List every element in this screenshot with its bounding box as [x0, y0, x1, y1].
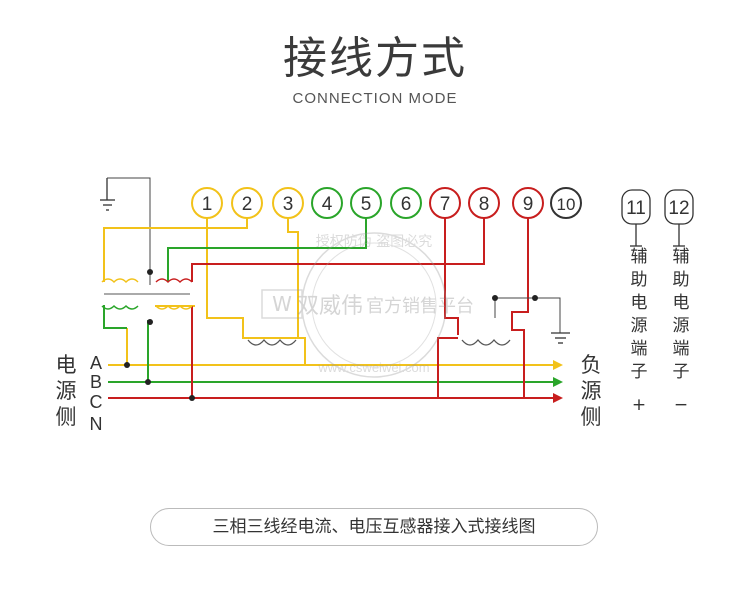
svg-text:子: 子 [631, 362, 648, 382]
svg-text:侧: 侧 [56, 405, 77, 429]
terminal-1 [191, 187, 223, 219]
svg-text:−: − [674, 395, 688, 415]
diagram-caption: 三相三线经电流、电压互感器接入式接线图 [150, 508, 598, 546]
watermark-arc-text: 授权防伪 盗图必究 [316, 234, 432, 250]
svg-text:负: 负 [581, 353, 602, 377]
terminal-4 [311, 187, 343, 219]
phase-b-label: B [90, 372, 102, 392]
terminal-2-label: 2 [242, 194, 253, 215]
load-arrows [553, 360, 563, 403]
svg-text:辅: 辅 [631, 247, 648, 267]
phase-c-label: C [90, 392, 103, 412]
page-title: 接线方式 [283, 33, 467, 84]
svg-text:电: 电 [673, 293, 690, 313]
phase-a-wires [103, 217, 555, 366]
ground-symbol-left [100, 178, 115, 211]
terminal-12-label: 12 [668, 198, 689, 219]
load-side-label: 负 源 侧 [581, 353, 602, 429]
junction-dots [124, 269, 538, 401]
terminal-6 [390, 187, 422, 219]
aux-right-label: 辅 助 电 源 端 子 − [673, 247, 690, 415]
terminal-7-label: 7 [440, 194, 451, 215]
svg-text:W: W [272, 292, 292, 316]
terminal-9-label: 9 [523, 194, 534, 215]
aux-left-label: 辅 助 电 源 端 子 + [631, 247, 648, 415]
svg-text:子: 子 [673, 362, 690, 382]
terminal-4-label: 4 [322, 194, 333, 215]
svg-text:端: 端 [673, 339, 690, 359]
svg-text:辅: 辅 [673, 247, 690, 267]
terminal-5-label: 5 [361, 194, 372, 215]
terminal-block [191, 187, 582, 219]
watermark: W 双威伟 官方销售平台 授权防伪 盗图必究 www.csweiwei.com [261, 232, 474, 378]
terminal-2 [231, 187, 263, 219]
source-side-label: 电 源 侧 [56, 353, 77, 429]
terminal-8-label: 8 [479, 194, 490, 215]
svg-text:侧: 侧 [581, 405, 602, 429]
aux-terminals [621, 189, 694, 247]
watermark-brand: 双威伟 [297, 294, 363, 319]
phase-c-wires [108, 217, 555, 399]
svg-text:端: 端 [631, 339, 648, 359]
terminal-5 [350, 187, 382, 219]
terminal-10 [550, 187, 582, 219]
svg-text:电: 电 [56, 353, 77, 377]
page-subtitle: CONNECTION MODE [292, 90, 458, 107]
phase-n-label: N [90, 414, 103, 434]
watermark-url: www.csweiwei.com [317, 360, 429, 375]
ground-symbol-right [551, 332, 570, 344]
voltage-transformer-2 [155, 278, 193, 310]
terminal-7 [429, 187, 461, 219]
svg-text:电: 电 [631, 293, 648, 313]
terminal-6-label: 6 [401, 194, 412, 215]
svg-text:助: 助 [631, 270, 648, 290]
svg-text:源: 源 [581, 379, 602, 403]
terminal-1-label: 1 [202, 194, 213, 215]
wire-ground-pt [107, 177, 151, 268]
svg-text:助: 助 [673, 270, 690, 290]
svg-text:源: 源 [56, 379, 77, 403]
terminal-9 [512, 187, 544, 219]
phase-a-label: A [90, 353, 102, 373]
voltage-transformer-1 [101, 278, 139, 310]
watermark-sub: 官方销售平台 [366, 296, 474, 317]
svg-text:源: 源 [673, 316, 690, 336]
terminal-3-label: 3 [283, 194, 294, 215]
terminal-numbers: 1 2 3 4 5 6 7 8 9 10 [202, 194, 576, 215]
svg-text:源: 源 [631, 316, 648, 336]
current-transformer-c [461, 338, 511, 346]
terminal-8 [468, 187, 500, 219]
phase-labels: A B C N [90, 353, 103, 434]
terminal-11-label: 11 [626, 198, 646, 219]
current-transformer-a [247, 338, 297, 346]
terminal-10-label: 10 [557, 195, 576, 214]
phase-b-wires [103, 217, 555, 383]
terminal-3 [272, 187, 304, 219]
svg-text:+: + [632, 395, 646, 415]
